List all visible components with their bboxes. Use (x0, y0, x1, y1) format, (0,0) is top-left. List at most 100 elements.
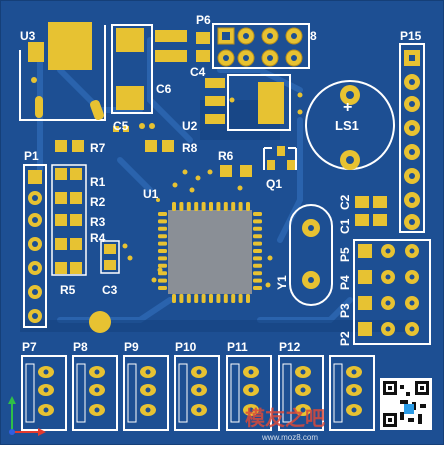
servo-pin-hole (248, 369, 254, 375)
u1-pin (194, 202, 199, 211)
u1-pin (253, 234, 262, 239)
axis-gizmo (8, 396, 46, 436)
label-p1: P1 (24, 149, 39, 163)
label-r6: R6 (218, 149, 234, 163)
servo-pin-hole (43, 387, 49, 393)
label-p12: P12 (279, 340, 301, 354)
u1-pin (186, 294, 191, 303)
u1-pin (253, 263, 262, 268)
label-p10: P10 (175, 340, 197, 354)
u1-pin (194, 294, 199, 303)
label-r4: R4 (90, 231, 106, 245)
label-r7: R7 (90, 141, 106, 155)
u1-pin (158, 219, 167, 224)
servo-header-keying (76, 363, 86, 423)
p1-header (23, 164, 47, 328)
servo-header-outline (278, 355, 324, 431)
u1-pin (253, 241, 262, 246)
u1-pin (253, 278, 262, 283)
p6-header (196, 23, 310, 69)
u1-pin (253, 256, 262, 261)
servo-pin-hole (43, 369, 49, 375)
label-c6: C6 (156, 82, 172, 96)
u1-pin (209, 202, 213, 211)
u1-pin (158, 278, 167, 283)
servo-pin-hole (94, 387, 100, 393)
u1-pin (179, 294, 184, 303)
u1-pin (238, 202, 243, 211)
label-plus: + (343, 99, 352, 116)
u1-pin (158, 212, 167, 216)
u1-pin (172, 294, 176, 303)
p15-header (399, 43, 425, 233)
u1-pin (158, 249, 167, 253)
label-r3: R3 (90, 215, 106, 229)
servo-header-outline (21, 355, 67, 431)
u1-pin (231, 294, 236, 303)
u1-pin (158, 263, 167, 268)
servo-header-outline (329, 355, 375, 431)
servo-header-keying (282, 363, 292, 423)
label-pin8: 8 (310, 29, 317, 43)
label-u3: U3 (20, 29, 36, 43)
label-p9: P9 (124, 340, 139, 354)
label-c2: C2 (338, 194, 352, 210)
u1-pin (253, 271, 262, 276)
u1-pin (253, 286, 262, 290)
label-c1: C1 (338, 218, 352, 234)
resistor-bank (55, 123, 252, 274)
u2-chip (205, 74, 291, 131)
servo-headers (21, 355, 375, 431)
servo-pin-hole (43, 407, 49, 413)
q1-transistor (263, 146, 297, 170)
resistor-outlines (51, 164, 120, 276)
label-ls1: LS1 (335, 118, 359, 133)
watermark-url: www.moz8.com (261, 433, 318, 442)
servo-header-keying (230, 363, 240, 423)
servo-header-outline (226, 355, 272, 431)
servo-header-outline (174, 355, 220, 431)
u1-pin (186, 202, 191, 211)
label-p2: P2 (338, 331, 352, 346)
label-r5: R5 (60, 283, 76, 297)
u1-pin (158, 286, 167, 290)
u1-pin (158, 226, 167, 231)
servo-header-keying (127, 363, 137, 423)
label-r8: R8 (182, 141, 198, 155)
servo-pin-hole (351, 387, 357, 393)
label-r1: R1 (90, 175, 106, 189)
servo-pin-hole (196, 387, 202, 393)
servo-header-outline (123, 355, 169, 431)
servo-header-outline (72, 355, 118, 431)
u1-pin (201, 294, 206, 303)
servo-pin-hole (145, 407, 151, 413)
u1-pin (246, 202, 250, 211)
servo-header-keying (178, 363, 188, 423)
servo-pin-hole (94, 369, 100, 375)
mounting-pad (89, 311, 111, 333)
servo-pin-hole (351, 369, 357, 375)
label-p5: P5 (338, 247, 352, 262)
u1-pin (253, 249, 262, 253)
vias (122, 92, 303, 288)
u1-pin (209, 294, 213, 303)
label-p6: P6 (196, 13, 211, 27)
servo-pin-hole (248, 387, 254, 393)
u3-regulator (19, 22, 106, 121)
u1-pin (253, 226, 262, 231)
label-q1: Q1 (266, 177, 282, 191)
watermark-main: 模友之吧 (245, 406, 325, 430)
label-c4: C4 (190, 65, 206, 79)
servo-header-keying (25, 363, 35, 423)
label-p15: P15 (400, 29, 422, 43)
u1-pin (231, 202, 236, 211)
servo-pin-hole (196, 407, 202, 413)
c1-c2-capacitors (355, 196, 387, 226)
u1-pin (216, 202, 221, 211)
servo-pin-hole (351, 407, 357, 413)
label-r2: R2 (90, 195, 106, 209)
label-y1: Y1 (275, 275, 289, 290)
qr-code (380, 378, 432, 430)
u1-pin (179, 202, 184, 211)
